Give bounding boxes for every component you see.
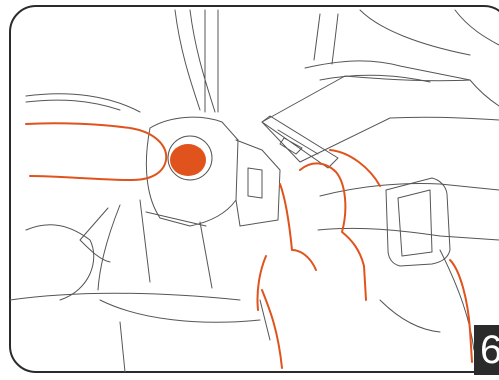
crotch-strap (140, 200, 212, 288)
seat-outline-left (26, 94, 140, 112)
crotch-strap-base (80, 205, 120, 290)
slide-adjuster (386, 178, 450, 266)
right-body-outline (380, 250, 474, 350)
shoulder-fabric (360, 10, 499, 55)
step-number-badge: 6 (474, 325, 499, 375)
lower-body-outline (10, 293, 270, 372)
buckle-tongue (262, 116, 338, 168)
right-hand-wrist (450, 260, 472, 362)
press-button-highlight (170, 144, 206, 176)
left-hand-thumb (26, 123, 166, 180)
upper-strap-left (205, 10, 218, 112)
frame-border (10, 6, 499, 372)
side-slot (248, 168, 262, 198)
upper-strap-right (314, 14, 338, 64)
shoulder-strap-tongue (262, 76, 499, 162)
right-hand-fingers (257, 150, 380, 368)
left-hip-curve (26, 225, 94, 300)
body-curve-top-left (175, 10, 215, 112)
right-strap-upper (320, 184, 499, 197)
right-hand-palm (280, 184, 316, 270)
buckle-housing-side (236, 140, 280, 226)
